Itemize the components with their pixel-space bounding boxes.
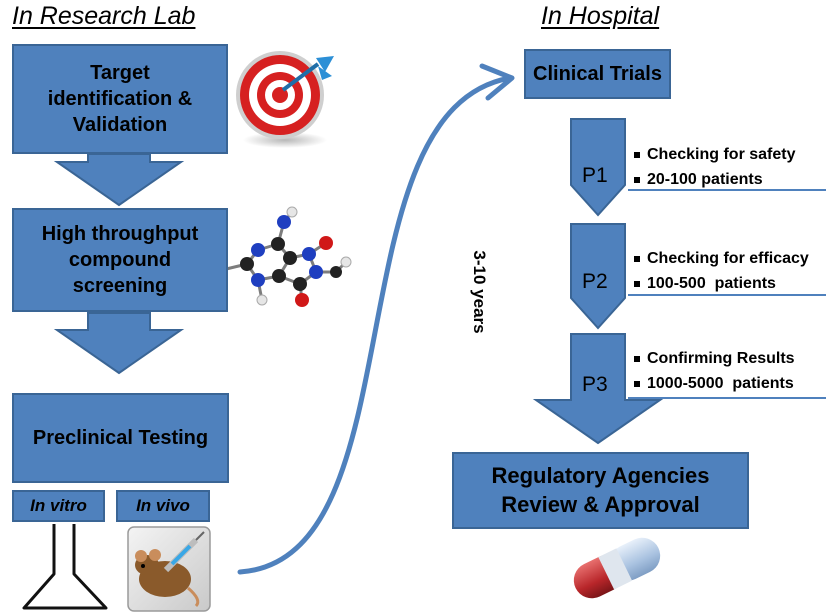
- box-preclinical-testing: Preclinical Testing: [12, 393, 229, 483]
- phase-p2-bullet-2-text: 100-500 patients: [647, 275, 776, 292]
- phase-p1-underline: [628, 189, 826, 191]
- phase-p2-bullet-1: Checking for efficacy: [634, 250, 809, 268]
- phase-p3-underline: [628, 397, 826, 399]
- phase-p3-bullet-2-text: 1000-5000 patients: [647, 375, 794, 392]
- box-regulatory-approval: Regulatory Agencies Review & Approval: [452, 452, 749, 529]
- bullet-square-icon: [634, 177, 640, 183]
- curve-arrow-head: [479, 63, 515, 101]
- phase-label-p2: P2: [582, 270, 608, 293]
- phase-chevron-p1: [570, 118, 626, 217]
- header-research-lab: In Research Lab: [12, 2, 196, 30]
- phase-p2-bullets: Checking for efficacy 100-500 patients: [634, 250, 809, 300]
- tag-in-vivo: In vivo: [116, 490, 210, 522]
- phase-p3-bullet-2: 1000-5000 patients: [634, 375, 795, 393]
- molecule-icon: [216, 206, 352, 307]
- curve-connector-arrow: [237, 75, 513, 575]
- box-clinical-trials-text: Clinical Trials: [533, 63, 662, 85]
- phase-p1-bullet-1-text: Checking for safety: [647, 146, 796, 163]
- flask-icon: [22, 524, 108, 610]
- phase-p1-bullet-2: 20-100 patients: [634, 171, 795, 189]
- bullet-square-icon: [634, 152, 640, 158]
- box-preclinical-testing-text: Preclinical Testing: [32, 427, 209, 449]
- pill-icon: [573, 537, 661, 599]
- box-clinical-trials: Clinical Trials: [524, 49, 671, 99]
- phase-p2-bullet-1-text: Checking for efficacy: [647, 250, 809, 267]
- phase-p1-bullets: Checking for safety 20-100 patients: [634, 146, 795, 196]
- box-target-identification-text: Target identification & Validation: [47, 62, 193, 136]
- tag-in-vitro: In vitro: [12, 490, 105, 522]
- phase-label-p3: P3: [582, 373, 608, 396]
- phase-p2-bullet-2: 100-500 patients: [634, 275, 809, 293]
- phase-p1-bullet-2-text: 20-100 patients: [647, 171, 763, 188]
- mouse-syringe-icon: [127, 526, 211, 612]
- phase-p2-underline: [628, 294, 826, 296]
- phase-p3-bullets: Confirming Results 1000-5000 patients: [634, 350, 795, 400]
- header-hospital: In Hospital: [541, 2, 660, 30]
- bullet-square-icon: [634, 256, 640, 262]
- arrow-down-1: [53, 153, 185, 207]
- box-target-identification: Target identification & Validation: [12, 44, 228, 154]
- phase-label-p1: P1: [582, 164, 608, 187]
- box-regulatory-approval-text: Regulatory Agencies Review & Approval: [491, 462, 710, 517]
- target-dartboard-icon: [236, 51, 334, 148]
- duration-label: 3-10 years: [470, 250, 489, 334]
- phase-chevron-p3: [532, 333, 664, 445]
- phase-p3-bullet-1-text: Confirming Results: [647, 350, 795, 367]
- arrow-down-2: [53, 312, 185, 375]
- bullet-square-icon: [634, 281, 640, 287]
- phase-p3-bullet-1: Confirming Results: [634, 350, 795, 368]
- phase-p1-bullet-1: Checking for safety: [634, 146, 795, 164]
- bullet-square-icon: [634, 381, 640, 387]
- box-high-throughput-screening-text: High throughput compound screening: [41, 223, 199, 297]
- phase-chevron-p2: [570, 223, 626, 330]
- bullet-square-icon: [634, 356, 640, 362]
- box-high-throughput-screening: High throughput compound screening: [12, 208, 228, 312]
